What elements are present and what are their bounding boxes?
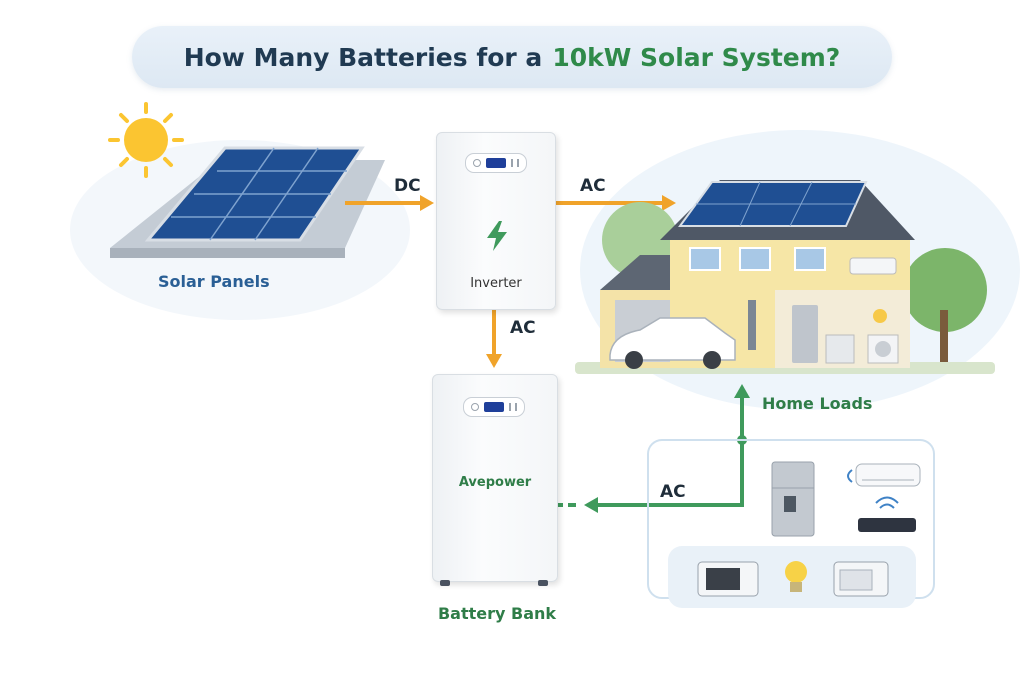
ac-flow-label-house: AC: [580, 176, 606, 196]
vent-icon: [511, 159, 519, 167]
battery-unit: Avepower: [432, 374, 558, 582]
battery-foot-right: [538, 580, 548, 586]
inverter-unit: [436, 132, 556, 310]
dc-flow-arrow: [345, 195, 434, 211]
vent-icon: [509, 403, 517, 411]
battery-bank-label: Battery Bank: [437, 604, 557, 623]
battery-foot-left: [440, 580, 450, 586]
router-icon: [858, 496, 916, 532]
ac-flow-label-battery: AC: [510, 318, 536, 338]
dc-flow-label: DC: [394, 176, 421, 196]
page-title: How Many Batteries for a 10kW Solar Syst…: [132, 26, 892, 88]
sun-icon: [108, 102, 184, 178]
battery-display: [463, 397, 525, 417]
inverter-display: [465, 153, 527, 173]
light-bulb-icon: [785, 561, 807, 592]
title-highlight: 10kW Solar System?: [552, 42, 841, 72]
ac-flow-label-loads: AC: [660, 482, 686, 502]
solar-panels-illustration: [110, 146, 385, 258]
display-screen: [486, 158, 506, 168]
display-screen: [484, 402, 504, 412]
fridge-icon: [771, 461, 815, 537]
inverter-label: Inverter: [470, 276, 522, 291]
title-prefix: How Many Batteries for a: [183, 42, 543, 72]
lightning-bolt-icon: [487, 221, 507, 251]
ac-flow-arrow-loads: [555, 384, 750, 513]
power-dot-icon: [473, 159, 481, 167]
oven-icon: [833, 561, 889, 597]
battery-brand-label: Avepower: [458, 475, 532, 490]
solar-panels-label: Solar Panels: [158, 272, 270, 291]
air-conditioner-icon: [847, 463, 921, 487]
house-illustration: [575, 180, 995, 374]
ac-flow-arrow-battery: [486, 310, 502, 368]
power-dot-icon: [471, 403, 479, 411]
home-loads-label: Home Loads: [762, 394, 873, 413]
microwave-icon: [697, 561, 759, 597]
